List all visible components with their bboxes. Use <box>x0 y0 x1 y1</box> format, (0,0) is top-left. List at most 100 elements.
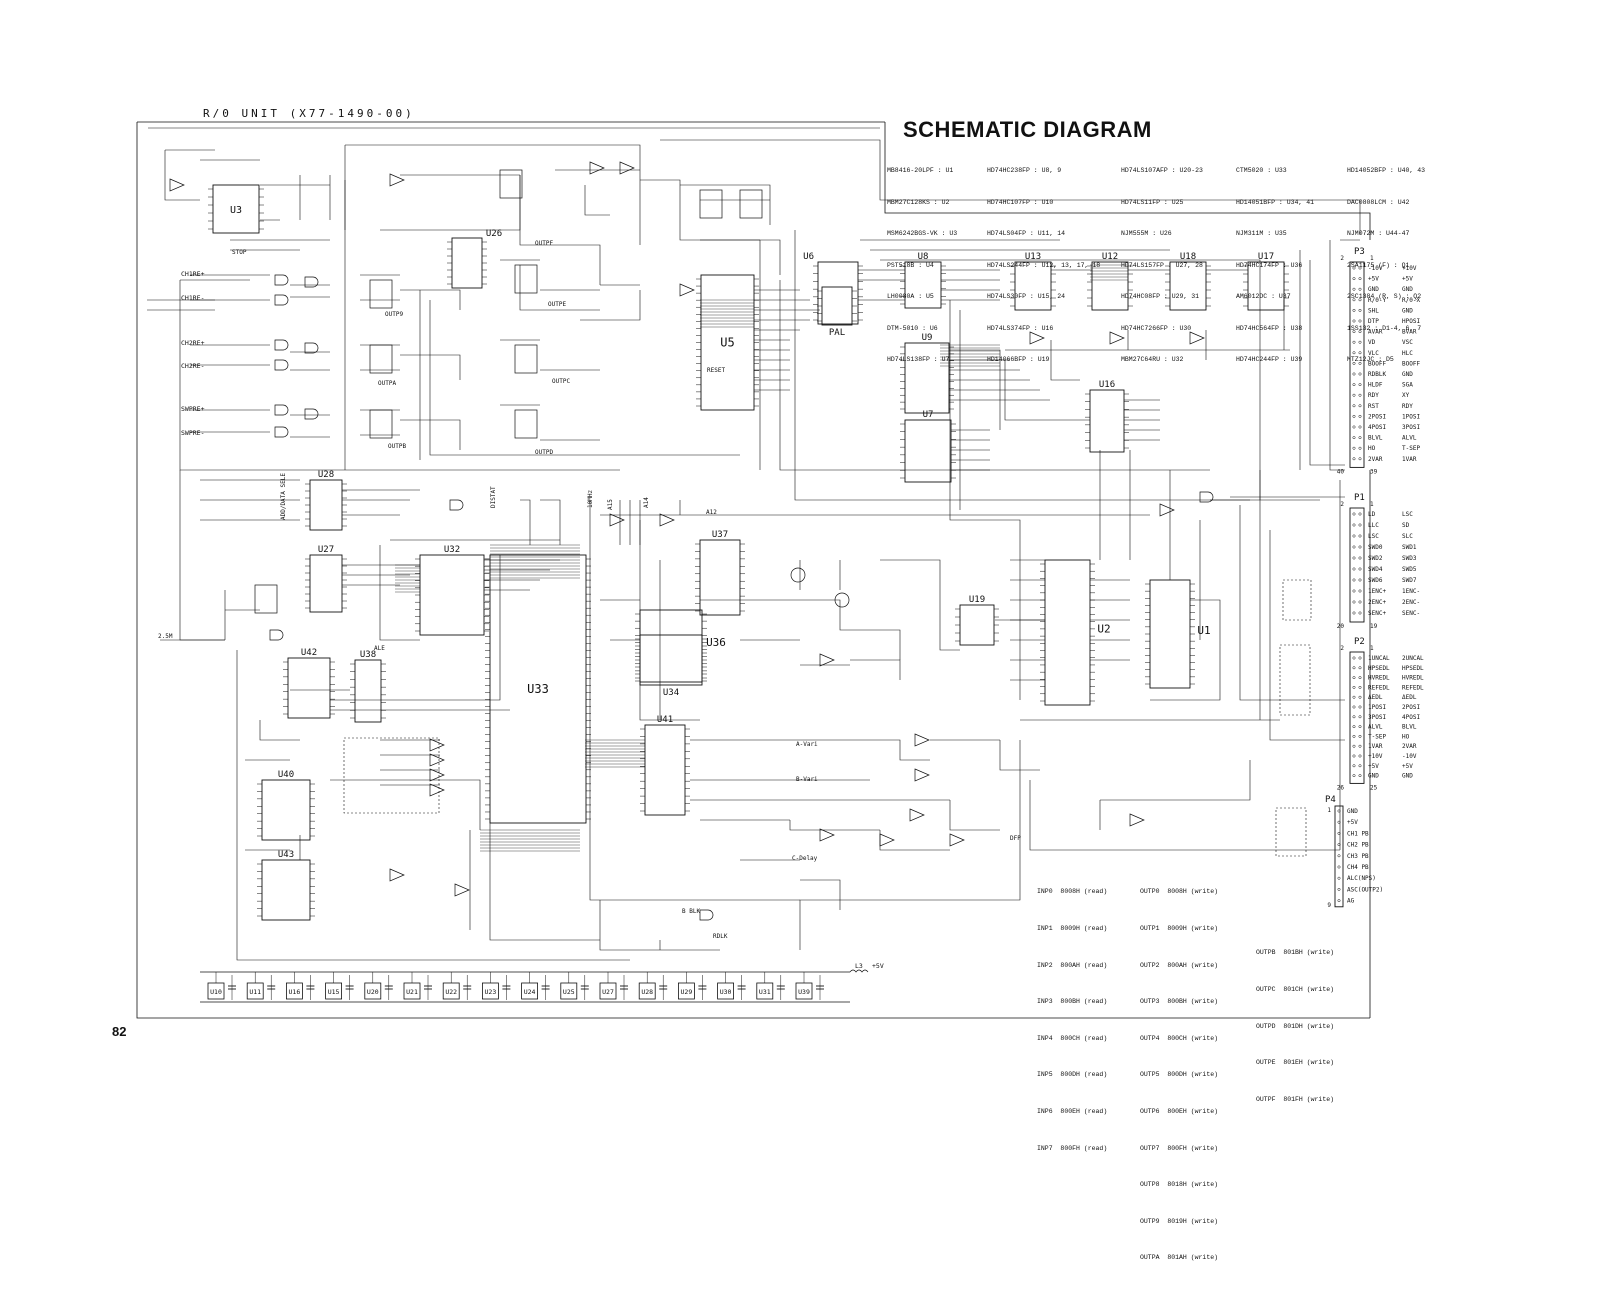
ic-u36: U36 <box>635 609 726 683</box>
connector-pin <box>1352 287 1356 291</box>
connector-pin <box>1352 266 1356 270</box>
ic-u27: U27 <box>305 545 347 613</box>
io-entry: OUTPC 801CH (write) <box>1256 986 1335 993</box>
connector-pin <box>1352 308 1356 312</box>
ic-reference: U33 <box>527 682 549 696</box>
connector-pin <box>1337 854 1341 858</box>
connector-signal: T-SEP <box>1402 445 1420 452</box>
io-entry: OUTPD 801DH (write) <box>1256 1022 1335 1030</box>
wire-trace <box>779 230 1320 501</box>
ic-reference: U12 <box>1102 252 1118 262</box>
connector-pin <box>1352 277 1356 281</box>
bus-signal-label: B BLK <box>682 908 700 915</box>
ic-body <box>699 539 741 616</box>
connector-pin <box>1337 865 1341 869</box>
wire-trace <box>164 149 260 201</box>
decoupling-cell: U21 <box>403 972 432 1000</box>
wire-trace <box>600 500 1150 516</box>
connector-signal: 1VAR <box>1402 456 1417 463</box>
connector-signal: VLC <box>1368 350 1379 357</box>
legend-entry: HD74LS374FP : U16 <box>987 324 1054 332</box>
wire-trace <box>1099 450 1171 580</box>
legend-entry: HD74LS30FP : U15, 24 <box>987 293 1066 300</box>
connector-signal: -10V <box>1368 265 1383 272</box>
sheet-frame <box>136 121 1371 1019</box>
ic-reference: U28 <box>641 988 653 996</box>
decoupling-cell: U22 <box>442 972 472 1000</box>
ic-body <box>451 237 483 289</box>
io-entry: INP5 800DH (read) <box>1037 1071 1108 1079</box>
bus-signal-label: A-Vari <box>796 741 818 748</box>
connector-pin <box>1352 414 1356 418</box>
decoupling-cell: U29 <box>678 972 707 1000</box>
decoupling-cell: U15 <box>325 972 354 1000</box>
pin-number: 25 <box>1370 784 1378 791</box>
ic-u6: U6 <box>803 252 863 325</box>
ic-reference: U23 <box>485 988 497 996</box>
flip-flop <box>369 409 393 439</box>
connector-pin <box>1352 534 1356 538</box>
legend-entry: MTZ12JC : D5 <box>1347 356 1394 363</box>
wire-trace <box>680 184 771 225</box>
connector-signal: BOOFF <box>1368 360 1386 367</box>
connector-signal: +10V <box>1402 265 1417 272</box>
input-signal-label: SWPRE+ <box>181 405 205 413</box>
wire-trace <box>1004 349 1290 421</box>
io-entry: INP3 800BH (read) <box>1037 998 1108 1006</box>
io-map-outputs-2: OUTPB 801BH (write) OUTPC 801CH (write) … <box>1256 923 1334 1130</box>
ic-body <box>1247 261 1285 311</box>
connector-signal: HPSEDL <box>1368 665 1390 672</box>
connector-signal: SD <box>1402 522 1410 529</box>
and-gate <box>699 909 714 921</box>
pin-number: 19 <box>1370 623 1378 630</box>
dashed-group <box>1282 579 1312 621</box>
legend-entry: DTM-5010 : U6 <box>887 324 938 332</box>
pin-number: 40 <box>1337 468 1345 475</box>
ic-reference: U37 <box>712 530 728 540</box>
legend-entry: HD74HC7266FP : U30 <box>1121 324 1192 332</box>
connector-pin <box>1358 404 1362 408</box>
ic-reference: U20 <box>367 988 379 996</box>
ic-reference: U16 <box>1099 380 1115 390</box>
connector-body <box>1349 651 1365 784</box>
wire-trace <box>419 290 740 460</box>
connector-pin <box>1352 744 1356 748</box>
and-gate <box>274 339 289 351</box>
connector-pin <box>1352 734 1356 738</box>
connector-pin <box>1352 319 1356 323</box>
wire-trace <box>870 799 1000 831</box>
connector-pin <box>1358 425 1362 429</box>
bus-signal-label: ADD/DATA SELE <box>280 473 287 520</box>
connector-pin <box>1352 446 1356 450</box>
connector-pin <box>1352 545 1356 549</box>
wire-trace <box>1199 499 1250 640</box>
ic-u7: U7 <box>900 410 956 483</box>
bus-signal-label: OUTPF <box>535 240 553 247</box>
bus-signal-label: OUTP9 <box>385 311 403 318</box>
wire-trace <box>1259 470 1345 741</box>
connector-pin <box>1358 287 1362 291</box>
flip-flop <box>514 264 538 294</box>
connector-pin <box>1358 715 1362 719</box>
ic-u32: U32 <box>415 545 489 636</box>
ic-reference: U40 <box>278 770 294 780</box>
gate-symbol <box>819 828 835 842</box>
connector-pin <box>1358 512 1362 516</box>
connector-signal: ΔEDL <box>1402 694 1417 701</box>
connector-pin <box>1358 414 1362 418</box>
decoupling-cell: U31 <box>756 972 785 1000</box>
wire-trace <box>540 289 600 441</box>
gate-symbol <box>389 868 405 882</box>
ic-body <box>1169 261 1207 311</box>
connector-signal: 2POSI <box>1368 413 1386 420</box>
and-gate <box>274 274 289 286</box>
diagram-title: SCHEMATIC DIAGRAM <box>903 117 1152 142</box>
connector-pin <box>1352 676 1356 680</box>
connector-pin <box>1358 611 1362 615</box>
pin-number: 2 <box>1340 255 1344 262</box>
gate-symbol <box>169 178 185 192</box>
connector-pin <box>1352 383 1356 387</box>
ic-u9: U9 <box>900 333 954 414</box>
connector-pin <box>1358 656 1362 660</box>
